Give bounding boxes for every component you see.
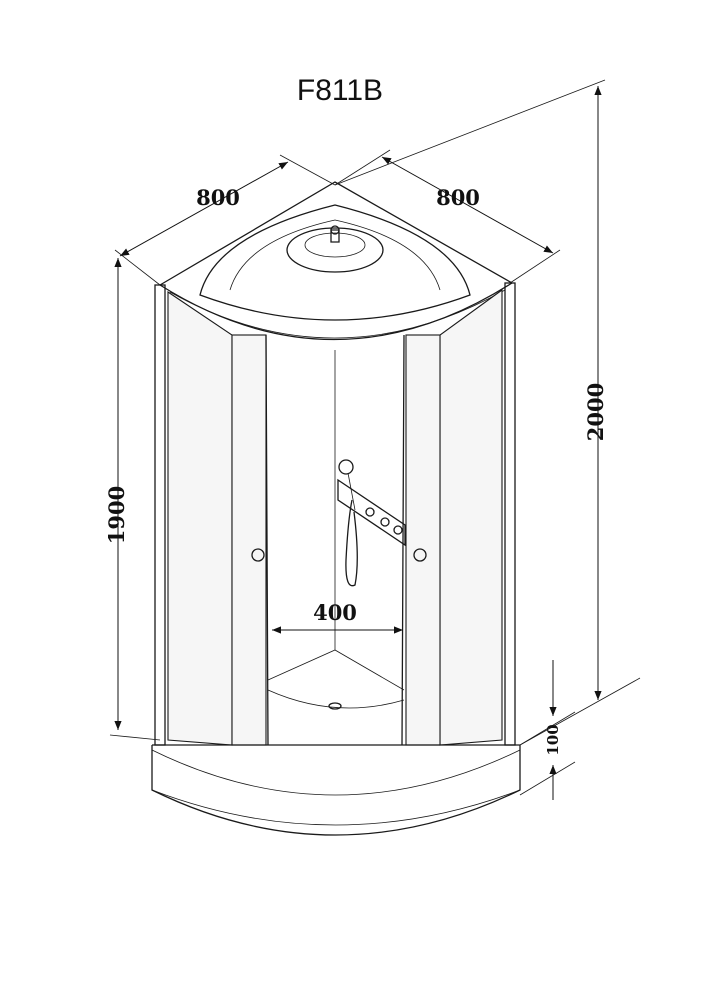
model-title: F811B (297, 74, 383, 107)
dimension-tray-height: 100 (519, 660, 576, 800)
width-left-label: 800 (196, 185, 240, 210)
shower-panel (337, 459, 406, 587)
door-handle-right (413, 548, 427, 562)
dimension-door-opening: 400 (272, 600, 403, 634)
door-opening-label: 400 (313, 600, 357, 625)
cabin-height-label: 1900 (104, 486, 129, 544)
dimension-width-right: 800 (334, 149, 561, 284)
dimension-total-height: 2000 (334, 79, 641, 746)
total-height-label: 2000 (583, 383, 608, 441)
cabin-frame (154, 282, 516, 746)
shower-tray (151, 744, 521, 836)
dimension-cabin-height: 1900 (104, 258, 161, 741)
width-right-label: 800 (436, 185, 480, 210)
dimension-width-left: 800 (114, 154, 336, 286)
roof (159, 181, 513, 341)
floor (267, 649, 405, 710)
hand-shower-icon (338, 459, 354, 475)
tray-height-label: 100 (544, 724, 562, 755)
door-handle-left (251, 548, 265, 562)
